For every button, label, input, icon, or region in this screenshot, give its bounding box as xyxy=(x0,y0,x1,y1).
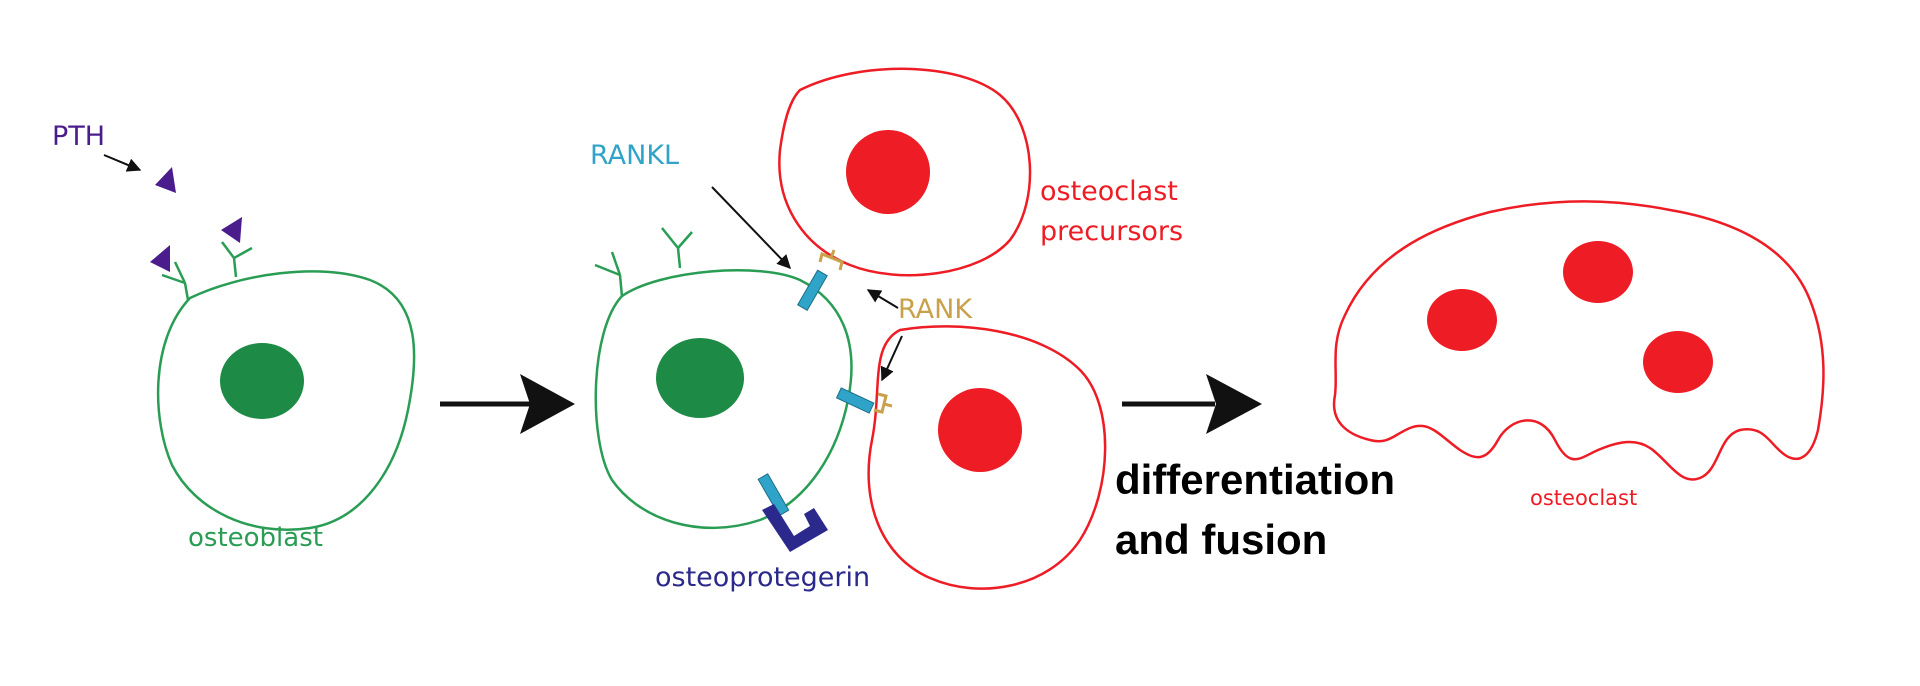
osteoclast-precursor-nucleus-lower xyxy=(938,388,1022,472)
osteoclast-precursors-label-line2: precursors xyxy=(1040,216,1183,247)
rank-receptor-upper xyxy=(818,249,844,271)
rank-pointer-arrow-lower xyxy=(880,335,903,382)
rank-label: RANK xyxy=(898,294,973,325)
rankl-label: RANKL xyxy=(590,140,679,171)
osteoclast-nucleus-top xyxy=(1563,241,1633,303)
process-label-line2: and fusion xyxy=(1115,516,1327,563)
pth-label: PTH xyxy=(52,121,105,152)
osteoclast-nucleus-left xyxy=(1427,289,1497,351)
process-label-line1: differentiation xyxy=(1115,456,1395,503)
osteoblast-cell xyxy=(156,270,416,531)
rankl-molecule-opg-bound xyxy=(757,473,790,517)
osteoclast-precursor-cell-upper xyxy=(778,67,1032,277)
osteoclast-precursors-label-line1: osteoclast xyxy=(1040,176,1178,207)
osteoblast-receptor-right xyxy=(661,227,693,269)
pth-molecule-bound-right xyxy=(221,217,242,243)
osteoclast-label: osteoclast xyxy=(1530,486,1637,510)
rankl-molecule-lower xyxy=(835,387,875,414)
osteoblast-cell-activated xyxy=(594,269,853,530)
rank-receptor-lower xyxy=(873,392,893,414)
osteoblast-nucleus xyxy=(220,343,304,419)
osteoclast-cell xyxy=(1332,200,1825,481)
osteoblast-activated-nucleus xyxy=(656,338,744,418)
pth-receptor-right xyxy=(221,241,253,278)
osteoprotegerin-label: osteoprotegerin xyxy=(655,562,870,593)
osteoprotegerin-molecule xyxy=(762,504,828,552)
pth-pointer-arrow xyxy=(103,154,142,172)
stage-arrow-2 xyxy=(1122,374,1262,434)
rank-pointer-arrow-upper xyxy=(866,289,899,309)
osteoblast-label: osteoblast xyxy=(188,523,323,553)
pth-receptor-left xyxy=(161,261,190,301)
osteoclast-nucleus-right xyxy=(1643,331,1713,393)
rankl-pointer-arrow xyxy=(711,186,791,270)
osteoclast-precursor-nucleus-upper xyxy=(846,130,930,214)
rankl-molecule-upper xyxy=(796,269,828,312)
osteoblast-receptor-left xyxy=(594,251,624,298)
pth-molecule-bound-left xyxy=(150,245,170,272)
osteoclast-precursor-cell-lower xyxy=(867,325,1107,590)
pth-molecule-free xyxy=(155,167,176,193)
stage-arrow-1 xyxy=(440,374,575,434)
